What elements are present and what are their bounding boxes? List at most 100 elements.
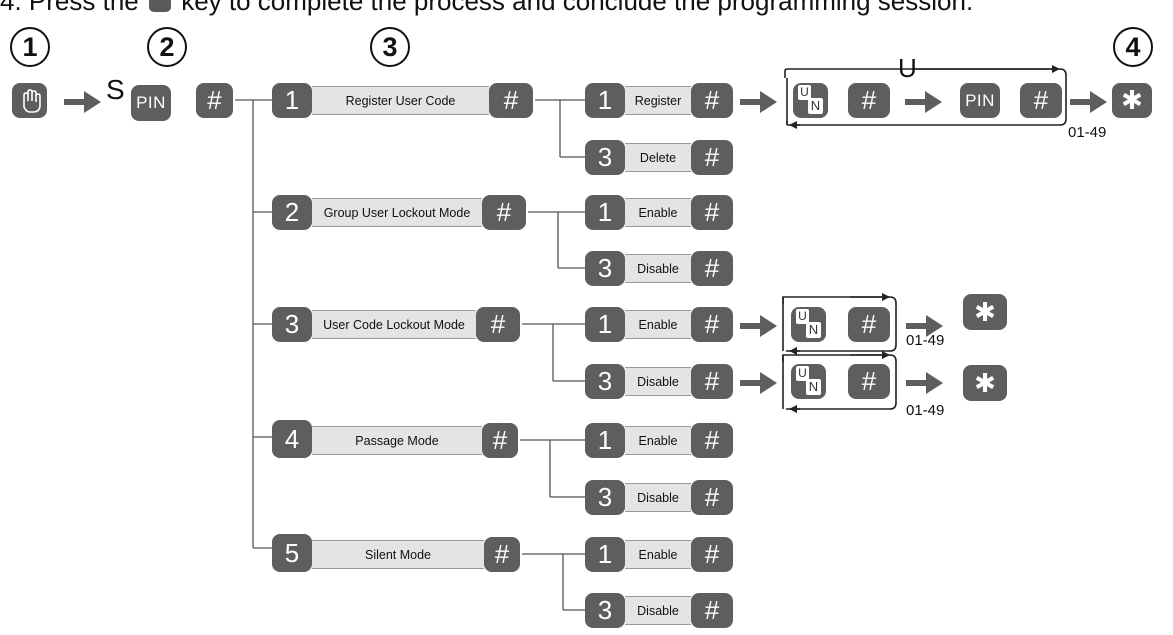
menu-3-hash-key[interactable]: # — [476, 307, 520, 342]
menu-3-option-2-number-key[interactable]: 3 — [585, 364, 625, 399]
star-icon: ✱ — [974, 367, 996, 398]
hash-icon: # — [704, 539, 720, 569]
menu-5-option-1-hash-key[interactable]: # — [691, 537, 733, 572]
instruction-text-end: key to complete the process and conclude… — [181, 0, 974, 16]
hash-icon: # — [704, 425, 720, 455]
star-icon: ✱ — [1121, 85, 1143, 115]
menu-4-option-1-number-key[interactable]: 1 — [585, 423, 625, 458]
hash-icon: # — [704, 142, 720, 172]
arrow-2 — [740, 91, 777, 113]
instruction-text-start: 4. Press the — [0, 0, 139, 16]
menu-2-option-1-hash-key[interactable]: # — [691, 195, 733, 230]
hand-touch-key[interactable] — [12, 83, 47, 118]
menu-4-option-2-hash-key[interactable]: # — [691, 480, 733, 515]
menu-3-option-1-hash-key[interactable]: # — [691, 307, 733, 342]
user-number-key[interactable]: U N — [793, 83, 828, 118]
arrow-6 — [906, 315, 943, 337]
hash-icon: # — [704, 253, 720, 283]
tree-lines — [235, 99, 585, 611]
menu-1-option-2-number-key[interactable]: 3 — [585, 140, 625, 175]
star-key-icon — [148, 0, 171, 13]
enable-hash-key[interactable]: # — [848, 307, 890, 342]
enable-user-number-key[interactable]: U N — [791, 307, 826, 342]
disable-hash-key[interactable]: # — [848, 364, 890, 399]
menu-5-number-key[interactable]: 5 — [272, 534, 312, 572]
menu-5-hash-key[interactable]: # — [484, 537, 520, 572]
menu-1-hash-key[interactable]: # — [489, 83, 533, 118]
hash-icon: # — [861, 309, 877, 339]
menu-5-option-2-label: Disable — [625, 596, 691, 625]
menu-4-label: Passage Mode — [312, 426, 482, 455]
menu-4-hash-key[interactable]: # — [482, 423, 518, 458]
hash-icon: # — [1033, 85, 1049, 115]
menu-3-option-2-label: Disable — [625, 367, 691, 396]
flow-arrows — [64, 91, 1107, 394]
register-hash-key-1[interactable]: # — [848, 83, 890, 118]
repeat-loops — [782, 65, 1067, 413]
arrow-8 — [906, 372, 943, 394]
menu-4-option-2-number-key[interactable]: 3 — [585, 480, 625, 515]
register-pin-key[interactable]: PIN — [960, 83, 1000, 118]
un-key-n: N — [806, 322, 821, 338]
menu-3-option-1-number-key[interactable]: 1 — [585, 307, 625, 342]
s-label: S — [106, 74, 125, 105]
menu-1-option-1-label: Register — [625, 86, 691, 115]
hash-icon: # — [704, 85, 720, 115]
enable-star-key[interactable]: ✱ — [963, 294, 1007, 330]
disable-user-number-key[interactable]: U N — [791, 364, 826, 399]
menu-2-option-1-number-key[interactable]: 1 — [585, 195, 625, 230]
menu-2-option-2-hash-key[interactable]: # — [691, 251, 733, 286]
menu-2-option-2-number-key[interactable]: 3 — [585, 251, 625, 286]
hash-icon: # — [704, 366, 720, 396]
menu-3-option-2-hash-key[interactable]: # — [691, 364, 733, 399]
menu-3-label: User Code Lockout Mode — [312, 310, 476, 339]
register-range-label: 01-49 — [1068, 124, 1107, 141]
instruction-text: 4. Press the key to complete the process… — [0, 0, 973, 16]
menu-3-number-key[interactable]: 3 — [272, 307, 312, 342]
menu-1-number-key[interactable]: 1 — [272, 83, 312, 118]
menu-3-option-1-label: Enable — [625, 310, 691, 339]
menu-5-option-2-number-key[interactable]: 3 — [585, 593, 625, 628]
un-key-u: U — [798, 85, 811, 100]
un-key-u: U — [796, 309, 809, 324]
u-label: U — [898, 53, 917, 83]
star-icon: ✱ — [974, 296, 996, 327]
step-1-circle: 1 — [10, 27, 50, 67]
un-key-u: U — [796, 366, 809, 381]
menu-2-label: Group User Lockout Mode — [312, 198, 482, 227]
menu-2-hash-key[interactable]: # — [482, 195, 526, 230]
menu-5-option-2-hash-key[interactable]: # — [691, 593, 733, 628]
step-4-circle: 4 — [1113, 27, 1153, 67]
arrow-7 — [740, 372, 777, 394]
hash-icon: # — [494, 539, 510, 569]
enable-range-label: 01-49 — [906, 332, 945, 349]
pin-entry-key[interactable]: PIN — [131, 85, 171, 121]
menu-1-label: Register User Code — [312, 86, 489, 115]
arrow-5 — [740, 315, 777, 337]
disable-range-label: 01-49 — [906, 402, 945, 419]
menu-5-option-1-number-key[interactable]: 1 — [585, 537, 625, 572]
menu-1-option-1-number-key[interactable]: 1 — [585, 83, 625, 118]
hash-icon: # — [861, 85, 877, 115]
menu-4-number-key[interactable]: 4 — [272, 420, 312, 458]
hash-icon: # — [704, 595, 720, 625]
register-star-key[interactable]: ✱ — [1112, 83, 1152, 118]
menu-4-option-1-hash-key[interactable]: # — [691, 423, 733, 458]
register-hash-key-2[interactable]: # — [1020, 83, 1062, 118]
menu-5-option-1-label: Enable — [625, 540, 691, 569]
menu-2-number-key[interactable]: 2 — [272, 195, 312, 230]
un-key-n: N — [808, 98, 823, 114]
disable-star-key[interactable]: ✱ — [963, 365, 1007, 401]
menu-1-option-2-label: Delete — [625, 143, 691, 172]
menu-1-option-2-hash-key[interactable]: # — [691, 140, 733, 175]
hash-key[interactable]: # — [196, 83, 233, 118]
hash-icon: # — [704, 482, 720, 512]
un-key-n: N — [806, 379, 821, 395]
menu-2-option-1-label: Enable — [625, 198, 691, 227]
arrow-4 — [1070, 91, 1107, 113]
menu-5-label: Silent Mode — [312, 540, 484, 569]
menu-1-option-1-hash-key[interactable]: # — [691, 83, 733, 118]
hash-icon: # — [496, 197, 512, 227]
arrow-3 — [905, 91, 942, 113]
